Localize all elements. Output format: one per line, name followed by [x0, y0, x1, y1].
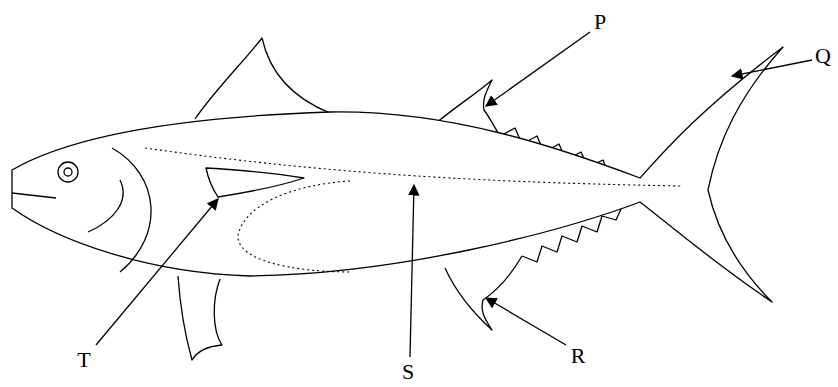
- leader-line: [486, 298, 566, 345]
- leader-line: [732, 60, 812, 76]
- mouth: [12, 193, 56, 198]
- part-letter: R: [571, 345, 586, 367]
- pupil: [64, 168, 72, 176]
- leader-line: [96, 199, 218, 345]
- part-letter: T: [77, 349, 90, 371]
- part-letter: S: [402, 361, 414, 383]
- anal-fin: [445, 256, 522, 330]
- gill-line: [88, 180, 123, 232]
- pelvic-fin: [178, 276, 222, 360]
- leader-line: [410, 185, 414, 357]
- lateral-line: [145, 148, 682, 186]
- fish-body: [12, 47, 783, 302]
- body-cavity-outline: [238, 181, 352, 272]
- dorsal-fin: [195, 38, 330, 119]
- leader-line: [486, 32, 590, 106]
- part-letter: P: [594, 11, 606, 33]
- part-letter: Q: [815, 45, 831, 67]
- eye: [58, 162, 78, 182]
